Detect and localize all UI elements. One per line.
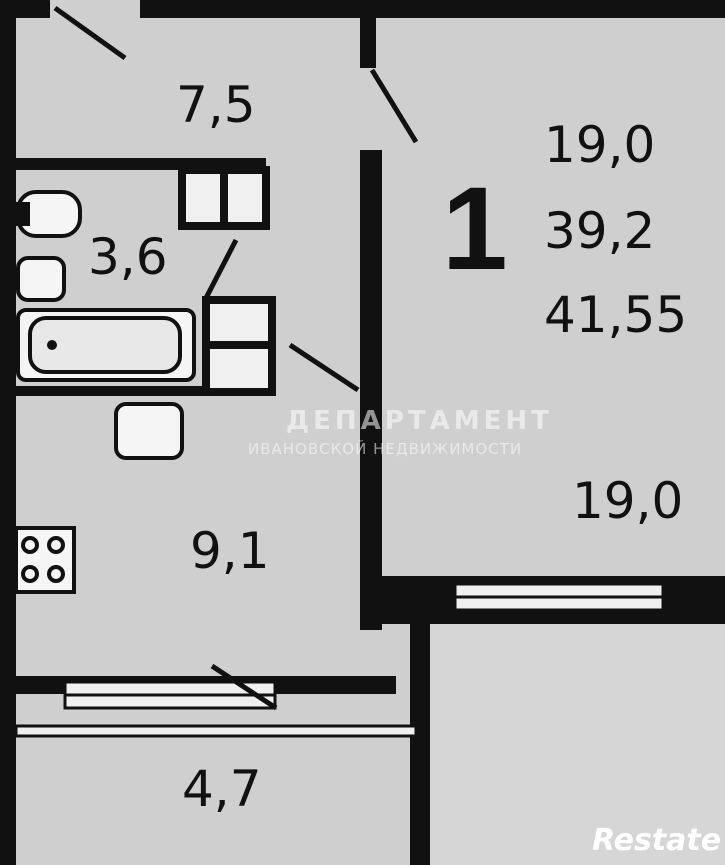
kitchen-door bbox=[288, 342, 360, 393]
bathroom-door bbox=[202, 238, 239, 302]
balcony-left-wall bbox=[0, 726, 16, 865]
restate-logo: Restate bbox=[592, 823, 722, 858]
living-door bbox=[369, 68, 419, 144]
summary-total-area: 41,55 bbox=[544, 286, 688, 344]
toilet-icon bbox=[16, 256, 66, 302]
doors bbox=[53, 5, 419, 711]
living-partition bbox=[360, 150, 382, 630]
top-wall-right bbox=[140, 0, 725, 18]
vent-shafts bbox=[178, 166, 276, 396]
balcony-door bbox=[210, 663, 278, 711]
kitchen-sink-icon bbox=[114, 402, 184, 460]
summary-living-total: 39,2 bbox=[544, 202, 656, 260]
left-wall bbox=[0, 0, 16, 735]
balcony-rail bbox=[14, 724, 418, 738]
room-count-label: 1 bbox=[442, 163, 508, 295]
fixtures bbox=[14, 190, 196, 594]
living-room-area-label: 19,0 bbox=[572, 472, 684, 530]
watermark-line2: ИВАНОВСКОЙ НЕДВИЖИМОСТИ bbox=[248, 440, 523, 458]
bath-kitchen-partition bbox=[16, 386, 206, 396]
balcony-area-label: 4,7 bbox=[182, 760, 262, 818]
balcony-right-wall bbox=[410, 622, 430, 865]
watermark-line1: ДЕПАРТАМЕНТ bbox=[286, 406, 553, 436]
hall-living-partition-top bbox=[360, 18, 376, 68]
stove-icon bbox=[14, 526, 76, 594]
entrance-door bbox=[53, 5, 127, 61]
exterior-area bbox=[430, 622, 725, 865]
bathroom-area-label: 3,6 bbox=[88, 228, 168, 286]
hallway-area-label: 7,5 bbox=[176, 76, 256, 134]
stub-wall bbox=[20, 0, 50, 10]
kitchen-area-label: 9,1 bbox=[190, 522, 270, 580]
summary-living-area: 19,0 bbox=[544, 116, 656, 174]
